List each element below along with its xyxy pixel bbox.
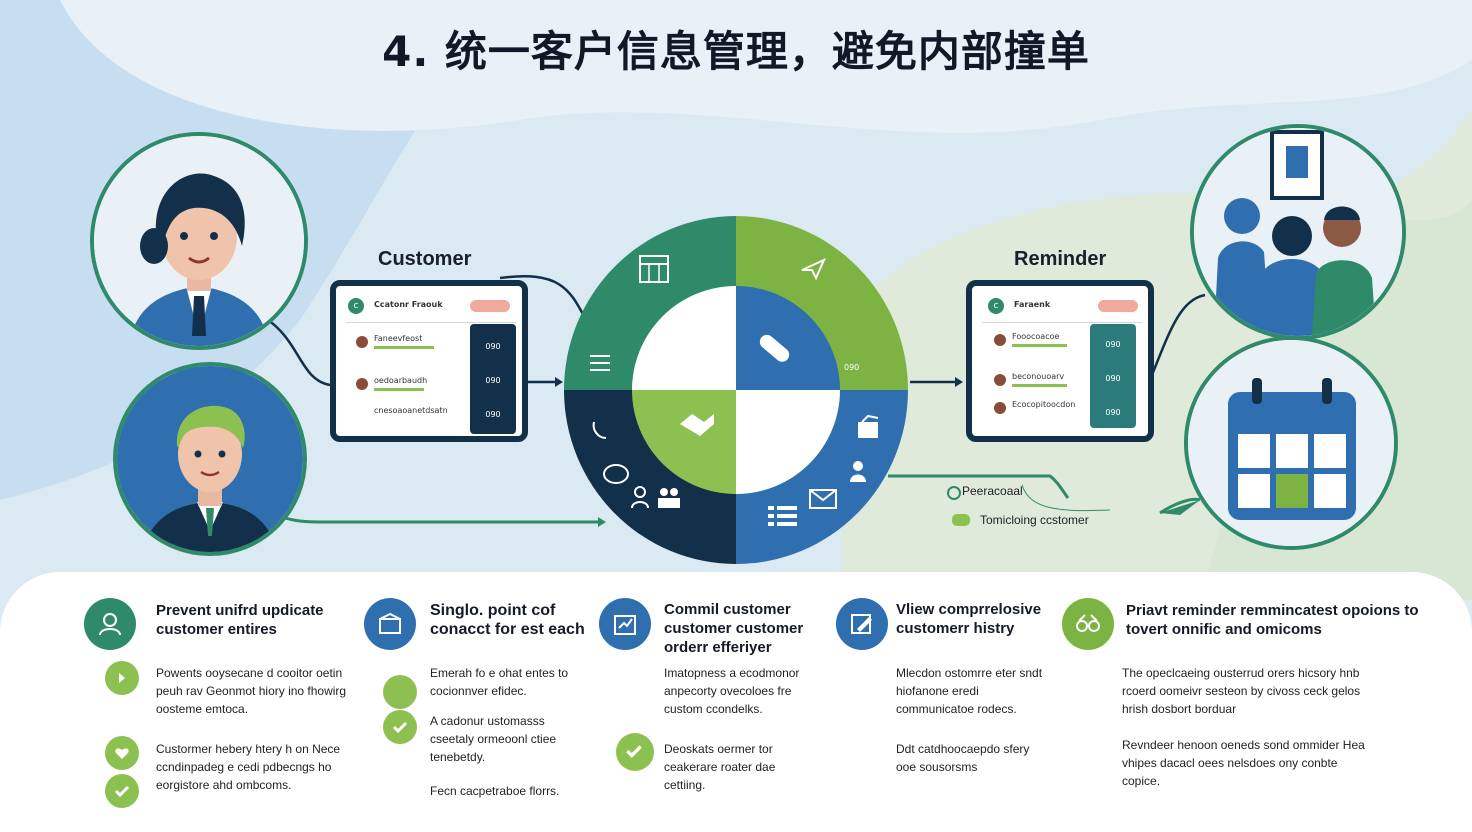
legend-swatch — [947, 486, 961, 500]
big-calendar-icon — [1188, 340, 1394, 546]
avatar-woman — [90, 132, 308, 350]
list-icon — [768, 506, 797, 526]
feature-heading: Vliew comprrelosive customerr histry — [896, 601, 1042, 637]
heart-bullet-icon — [616, 733, 654, 771]
feature-heading: Singlo. point cof conacct for est each — [430, 602, 585, 638]
feature-text: The opeclcaeing ousterrud orers hicsory … — [1122, 666, 1361, 716]
card-logo-icon: c — [988, 298, 1004, 314]
calendar-circle — [1184, 336, 1398, 550]
phone-icon — [592, 421, 607, 439]
card-header-pill — [470, 300, 510, 312]
reminder-card: c Faraenk Fooocoacoe beconouoarv Ecocopi… — [966, 280, 1154, 442]
menu-icon — [590, 355, 610, 371]
process-wheel: 090 — [564, 216, 908, 564]
row-avatar — [356, 336, 368, 348]
feature-text: Mlecdon ostomrre eter sndt hiofanone ere… — [896, 666, 1043, 716]
page-title: 4. 统一客户信息管理，避免内部撞单 — [382, 27, 1090, 76]
row-avatar — [994, 334, 1006, 346]
briefcase-icon — [858, 414, 879, 438]
feature-heading: Commil customer customer customer orderr… — [664, 601, 804, 656]
avatar-team — [1190, 124, 1406, 340]
calendar-icon — [639, 255, 669, 283]
user-icon — [850, 461, 866, 482]
feature-text: Deoskats oermer tor ceakerare roater dae… — [664, 742, 776, 792]
handshake-icon — [680, 414, 714, 436]
avatar-man — [113, 362, 307, 556]
arrow-bullet-icon — [105, 661, 139, 695]
reminder-label: Reminder — [1014, 248, 1107, 270]
row-avatar — [994, 374, 1006, 386]
feature-text: Ddt catdhoocaepdo sfery ooe sousorsms — [896, 742, 1030, 774]
feature-user-icon — [84, 598, 136, 650]
card-header-pill — [1098, 300, 1138, 312]
envelope-icon — [809, 489, 837, 509]
customer-label: Customer — [378, 248, 472, 270]
feature-text: Emerah fo e ohat entes to cocionnver efi… — [430, 666, 569, 698]
feature-text: Imatopness a ecodmonor anpecorty ovecolo… — [664, 666, 800, 716]
check-bullet-icon — [105, 774, 139, 808]
feature-text: A cadonur ustomasss cseetaly ormeoonl ct… — [430, 714, 557, 764]
card-action-button[interactable]: 090 — [1105, 374, 1121, 383]
plane-icon — [801, 258, 826, 281]
feature-box-icon — [364, 598, 416, 650]
pill-icon — [759, 334, 790, 362]
heart-bullet-icon — [105, 736, 139, 770]
feature-text: Custormer hebery htery h on Nece ccndinp… — [156, 742, 341, 792]
man-illustration — [117, 366, 303, 552]
card-header: Faraenk — [1014, 300, 1051, 309]
feature-text: Revndeer henoon oeneds sond ommider Hea … — [1122, 738, 1365, 788]
features-panel — [0, 572, 1472, 832]
segment-text: 090 — [844, 363, 859, 372]
legend-label: Peeracoaal — [962, 484, 1023, 498]
feature-chart-icon — [599, 598, 651, 650]
row-text: Fooocoacoe — [1012, 332, 1060, 341]
card-header: Ccatonr Fraouk — [374, 300, 443, 309]
check-bullet-icon — [383, 710, 417, 744]
team-illustration — [1194, 128, 1402, 336]
card-action-button[interactable]: 090 — [1105, 340, 1121, 349]
card-action-button[interactable]: 090 — [485, 376, 501, 385]
feature-text: Fecn cacpetraboe florrs. — [430, 784, 560, 798]
card-action-button[interactable]: 090 — [485, 410, 501, 419]
card-logo-icon: c — [348, 298, 364, 314]
feature-text: Powents ooysecane d cooitor oetin peuh r… — [156, 666, 347, 716]
feature-glasses-icon — [1062, 598, 1114, 650]
row-avatar — [994, 402, 1006, 414]
feature-heading: Prevent unifrd updicate customer entires — [156, 602, 324, 638]
chat-icon — [603, 464, 629, 484]
card-action-button[interactable]: 090 — [485, 342, 501, 351]
legend-swatch — [952, 514, 970, 526]
row-text: oedoarbaudh — [374, 376, 428, 385]
feature-heading: Priavt reminder remmincatest opoions to … — [1126, 602, 1419, 638]
legend-label: Tomicloing ccstomer — [980, 513, 1089, 527]
row-text: cnesoaoanetdsatn — [374, 406, 448, 415]
row-text: Ecocopitoocdon — [1012, 400, 1076, 409]
row-text: beconouoarv — [1012, 372, 1065, 381]
feature-pencil-icon — [836, 598, 888, 650]
woman-illustration — [94, 136, 304, 346]
people-icon — [631, 486, 680, 509]
dot-bullet-icon — [383, 675, 417, 709]
row-avatar — [356, 378, 368, 390]
row-text: Faneevfeost — [374, 334, 423, 343]
card-action-button[interactable]: 090 — [1105, 408, 1121, 417]
customer-card: c Ccatonr Fraouk Faneevfeost oedoarbaudh… — [330, 280, 528, 442]
